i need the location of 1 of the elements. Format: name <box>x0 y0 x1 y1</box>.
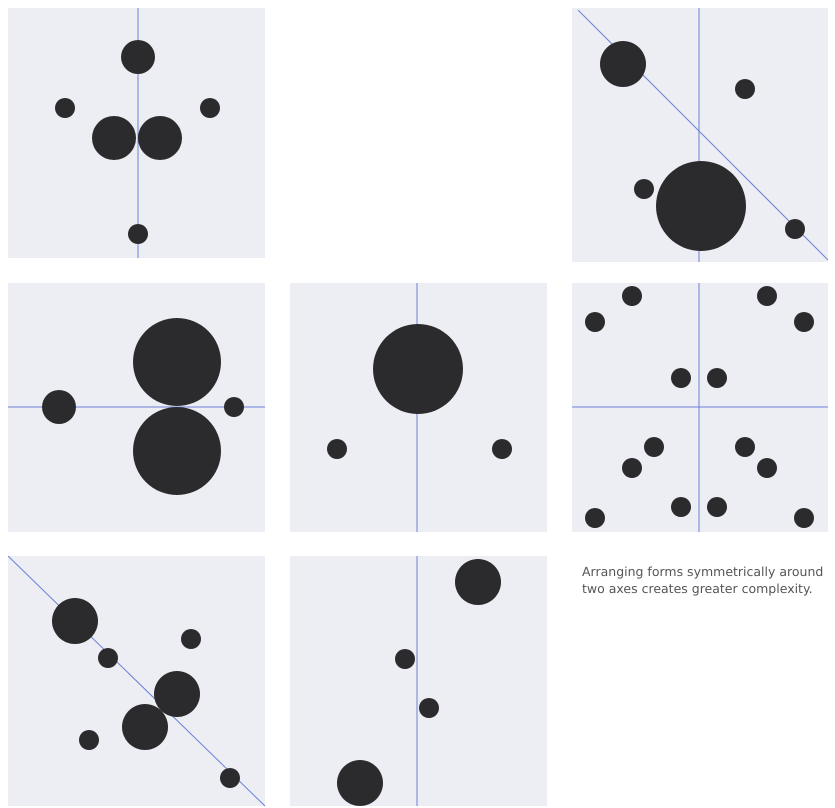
caption: Arranging forms symmetrically around two axes creates greater complexity. <box>582 563 824 597</box>
